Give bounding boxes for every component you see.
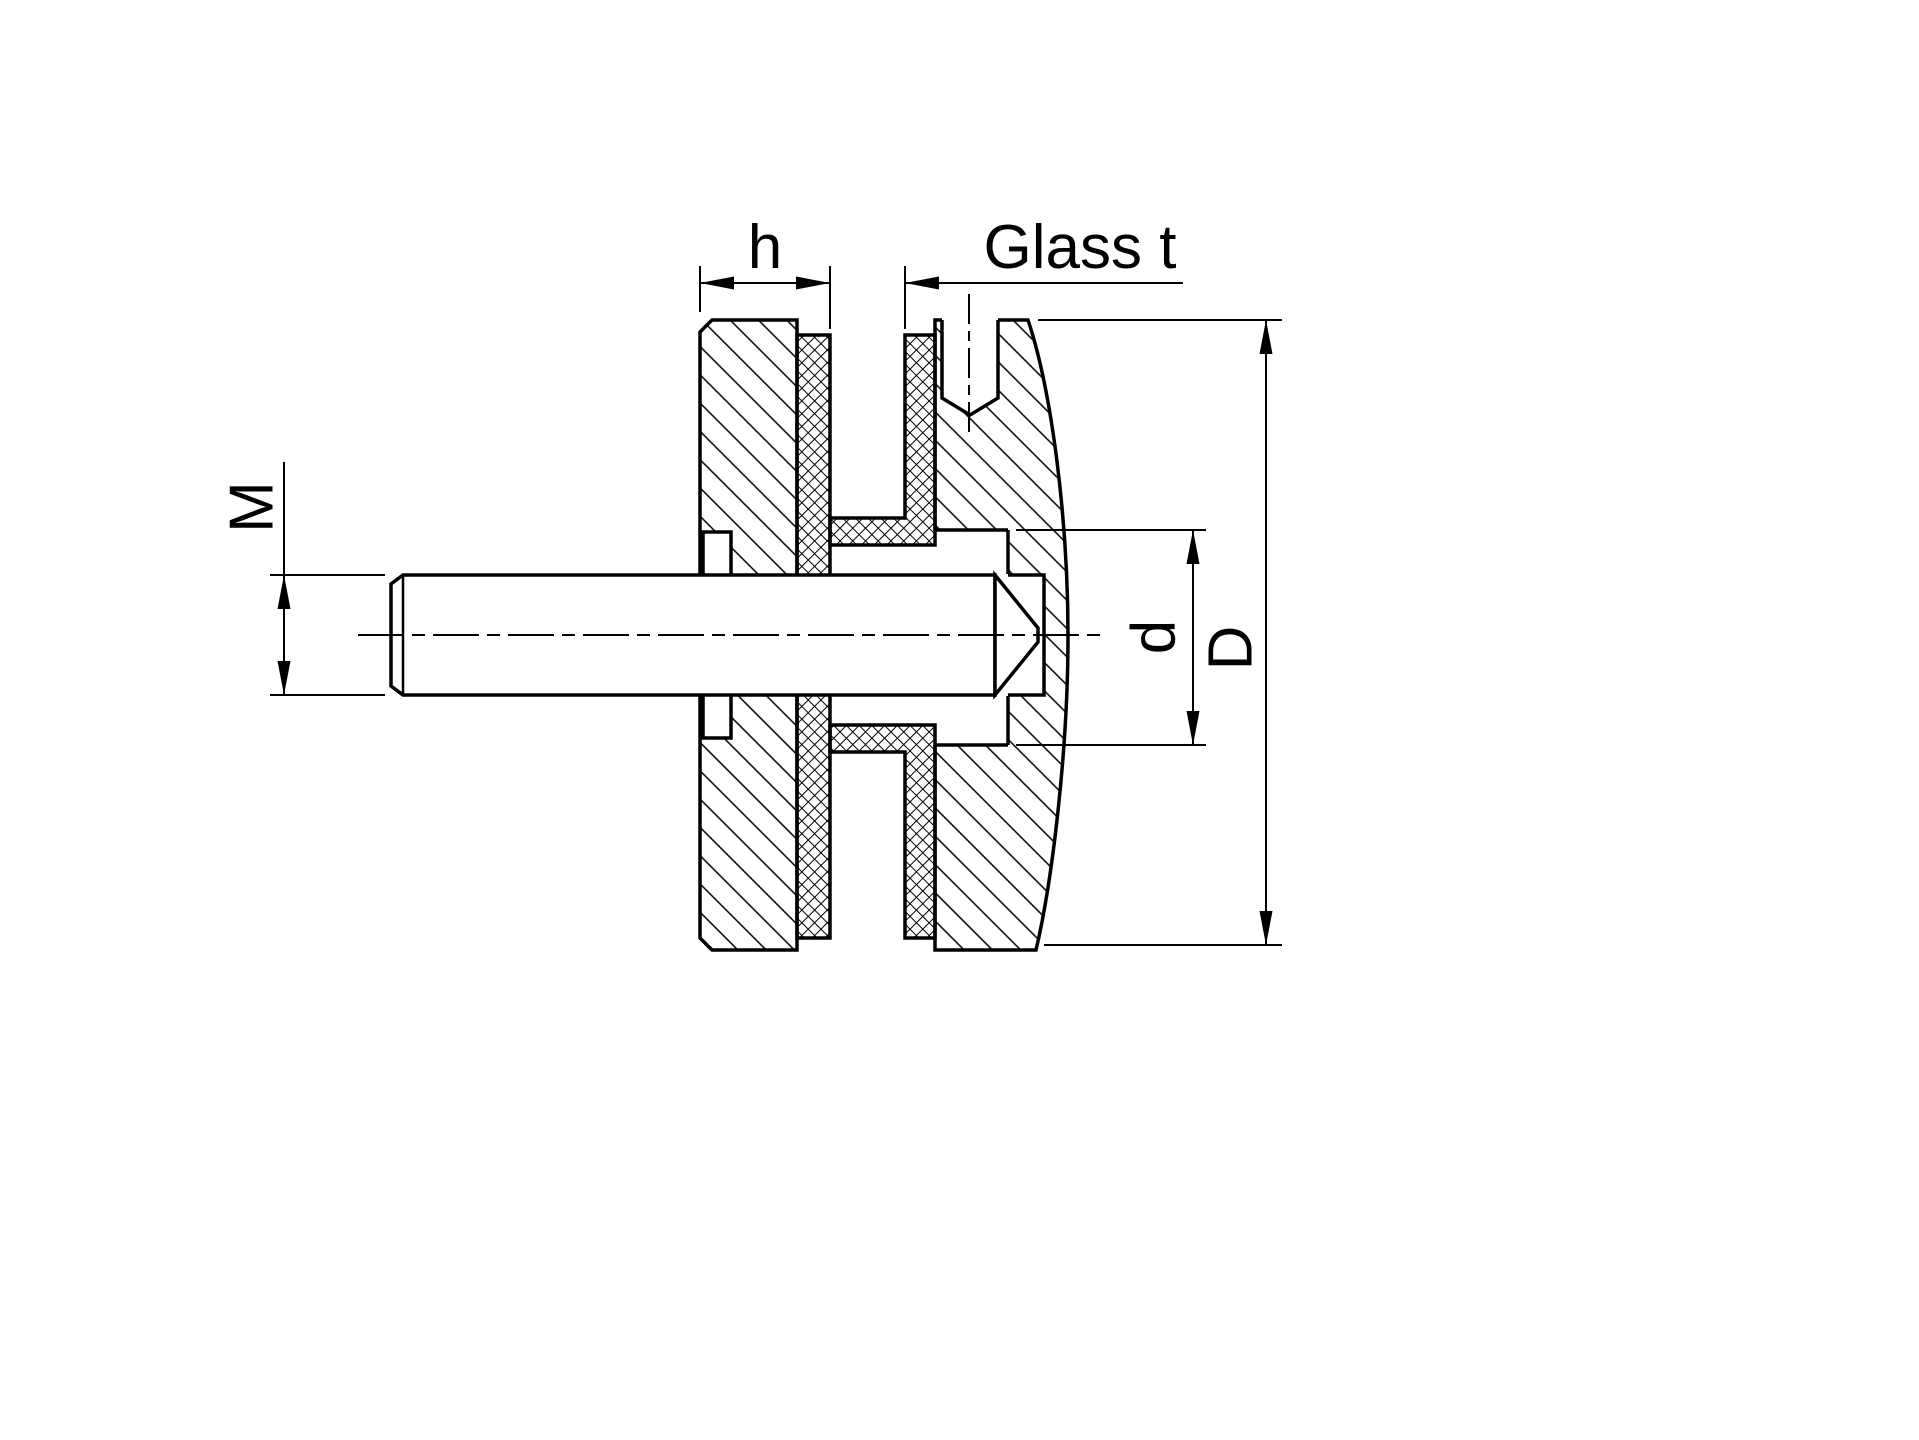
arrow-right-icon <box>796 276 830 290</box>
arrow-up-icon <box>1259 320 1273 354</box>
dimension-labels: h Glass t M d D <box>218 213 1266 670</box>
label-h: h <box>748 213 782 282</box>
label-m: M <box>218 481 287 533</box>
dimension-d <box>1016 529 1206 746</box>
arrow-down-icon <box>277 661 291 695</box>
dimension-glass-t <box>904 266 1183 329</box>
centerlines <box>358 294 1105 636</box>
dimension-h <box>699 266 831 329</box>
label-d: d <box>1120 620 1189 654</box>
arrow-up-icon <box>1186 530 1200 564</box>
arrow-up-icon <box>277 575 291 609</box>
arrow-down-icon <box>1186 711 1200 745</box>
dimension-d-outer <box>1038 319 1282 946</box>
label-d-outer: D <box>1197 626 1266 671</box>
arrow-left-icon <box>700 276 734 290</box>
arrow-down-icon <box>1259 911 1273 945</box>
dimension-m <box>270 462 385 696</box>
right-gasket-pads <box>828 333 937 940</box>
upper-right-gasket <box>828 333 937 547</box>
arrow-left-icon <box>905 276 939 290</box>
label-glass-t: Glass t <box>984 213 1177 282</box>
lower-right-gasket <box>828 723 937 940</box>
